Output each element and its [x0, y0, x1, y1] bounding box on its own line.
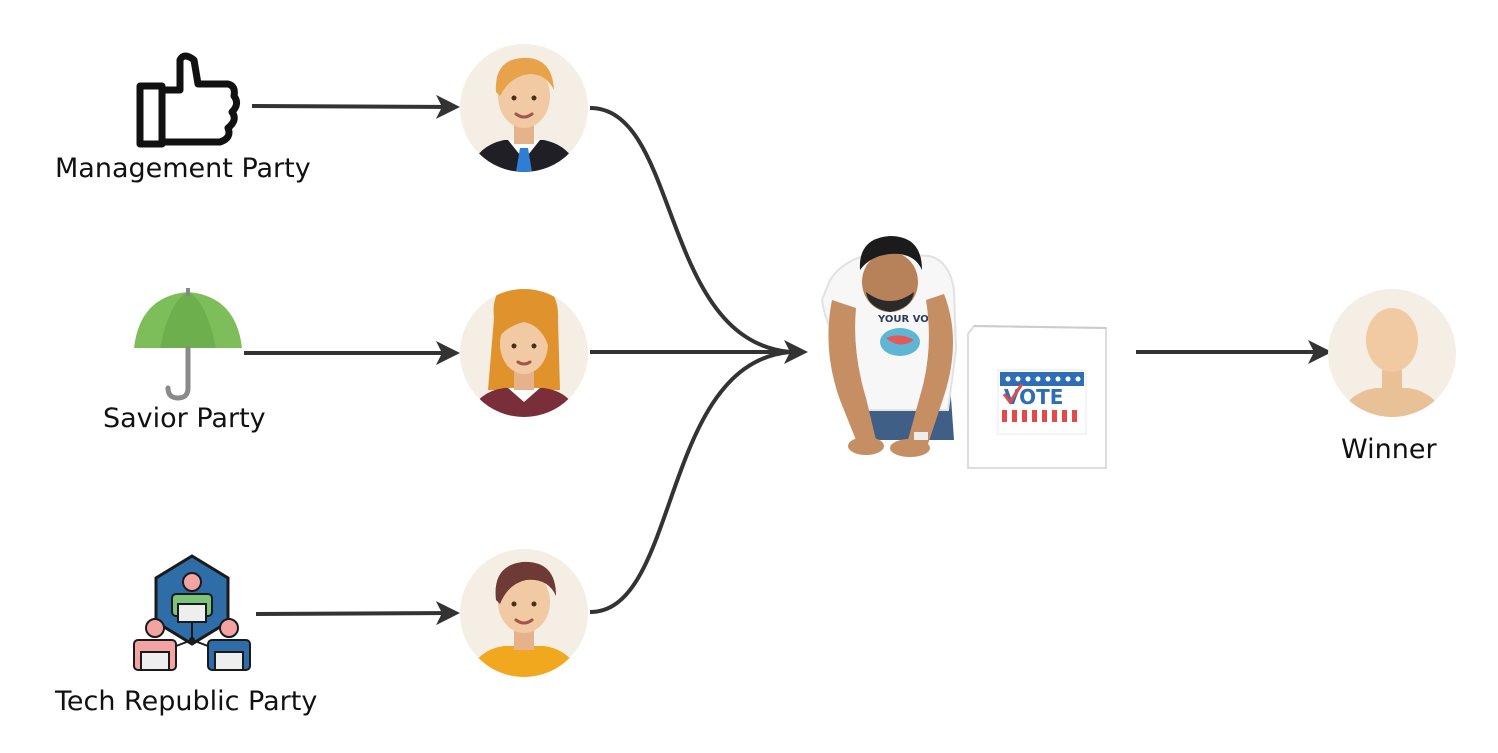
ballot-box: VOTE: [967, 324, 1107, 469]
checkmark-icon: [1002, 383, 1024, 405]
curve-candidate1-to-voter: [589, 106, 791, 354]
party-label-savior: Savior Party: [103, 403, 266, 434]
female-candidate-avatar-icon: [460, 289, 588, 417]
ballot-stars-icon: [1005, 376, 1081, 382]
male-candidate-suit-avatar-icon: [460, 44, 588, 172]
curve-candidate3-to-voter: [589, 350, 791, 614]
winner-avatar-icon: [1328, 289, 1456, 417]
thumbs-up-icon: [136, 52, 241, 148]
male-candidate-avatar-icon: [460, 549, 588, 677]
person-voting-icon: YOUR VOICE: [820, 236, 958, 457]
svg-text:YOUR VOICE: YOUR VOICE: [877, 314, 947, 325]
arrow-tech-to-candidate: [255, 601, 460, 626]
party-label-management: Management Party: [55, 153, 311, 184]
party-label-tech-republic: Tech Republic Party: [54, 686, 317, 717]
team-network-icon: [133, 554, 251, 671]
winner-label: Winner: [1341, 434, 1437, 465]
umbrella-icon: [134, 288, 242, 401]
arrow-management-to-candidate: [251, 94, 460, 119]
ballot-stripes: [1002, 410, 1077, 422]
